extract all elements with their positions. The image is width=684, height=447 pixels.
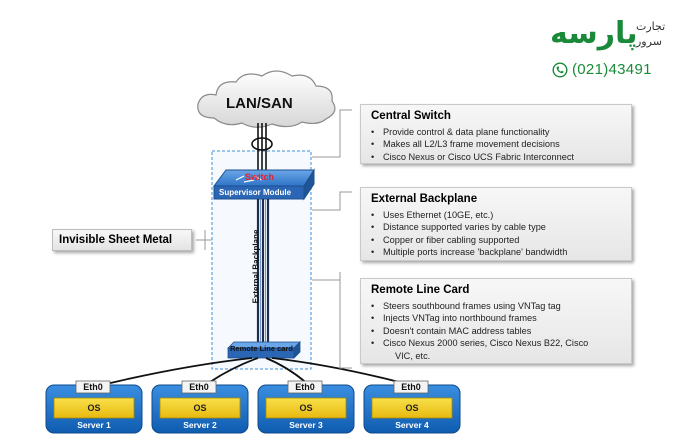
logo: پارسه تجارت سرور (021)43491 (548, 14, 674, 86)
callout-central-list: Provide control & data plane functionali… (371, 126, 574, 163)
central-switch (213, 168, 315, 201)
callout-linecard-item: Injects VNTag into northbound frames (371, 312, 588, 324)
callout-backplane-list: Uses Ethernet (10GE, etc.) Distance supp… (371, 209, 567, 259)
os-label: OS (87, 403, 101, 413)
callout-backplane-item: Copper or fiber cabling supported (371, 234, 567, 246)
os-label: OS (405, 403, 419, 413)
callout-central-item: Cisco Nexus or Cisco UCS Fabric Intercon… (371, 151, 574, 163)
logo-tagline-1: تجارت (636, 20, 666, 33)
callout-linecard-item: Cisco Nexus 2000 series, Cisco Nexus B22… (371, 337, 588, 349)
callout-central-title: Central Switch (371, 110, 451, 122)
os-block (53, 397, 135, 419)
backplane-cables (256, 199, 270, 346)
callout-external-backplane: External Backplane Uses Ethernet (10GE, … (360, 187, 632, 261)
os-label: OS (299, 403, 313, 413)
callout-backplane-item: Multiple ports increase 'backplane' band… (371, 246, 567, 258)
logo-phone: (021)43491 (572, 61, 652, 78)
uplink-cables (257, 123, 267, 172)
callout-linecard-item: Steers southbound frames using VNTag tag (371, 300, 588, 312)
callout-leaders (196, 109, 352, 369)
phone-icon (552, 62, 568, 78)
os-block (159, 397, 241, 419)
callout-linecard-item: VIC, etc. (395, 350, 431, 361)
invisible-sheet-metal-label: Invisible Sheet Metal (52, 229, 192, 251)
os-block (371, 397, 453, 419)
backplane-label: External Backplane (251, 229, 261, 304)
eth-port-label: Eth0 (401, 382, 421, 392)
callout-remote-line-card: Remote Line Card Steers southbound frame… (360, 278, 632, 364)
eth-port-label: Eth0 (295, 382, 315, 392)
server-4 (363, 380, 461, 434)
remote-line-card (227, 341, 301, 359)
servers-layer (45, 380, 461, 434)
server-name-label: Server 3 (289, 420, 323, 430)
logo-brand-text: پارسه (550, 16, 638, 51)
line-card-label: Remote Line card (230, 344, 293, 353)
server-3 (257, 380, 355, 434)
callout-central-item: Makes all L2/L3 frame movement decisions (371, 138, 574, 150)
eth-port (287, 380, 323, 394)
callout-backplane-title: External Backplane (371, 193, 478, 205)
eth-port (181, 380, 217, 394)
eth-port-label: Eth0 (83, 382, 103, 392)
callout-backplane-item: Distance supported varies by cable type (371, 221, 567, 233)
eth-port (393, 380, 429, 394)
server-1 (45, 380, 143, 434)
server-name-label: Server 1 (77, 420, 111, 430)
lan-san-cloud (197, 70, 336, 128)
os-block (265, 397, 347, 419)
server-name-label: Server 4 (395, 420, 429, 430)
callout-central-switch: Central Switch Provide control & data pl… (360, 104, 632, 164)
server-name-label: Server 2 (183, 420, 217, 430)
supervisor-module-label: Supervisor Module (219, 188, 292, 197)
server-2 (151, 380, 249, 434)
callout-central-item: Provide control & data plane functionali… (371, 126, 574, 138)
eth-port (75, 380, 111, 394)
callout-linecard-item: Doesn't contain MAC address tables (371, 325, 588, 337)
cloud-label: LAN/SAN (226, 95, 293, 112)
callout-backplane-item: Uses Ethernet (10GE, etc.) (371, 209, 567, 221)
callout-linecard-title: Remote Line Card (371, 284, 470, 296)
callout-linecard-list: Steers southbound frames using VNTag tag… (371, 300, 588, 362)
switch-label: Switch (245, 172, 275, 182)
os-label: OS (193, 403, 207, 413)
logo-tagline-2: سرور (636, 35, 662, 48)
port-channel-ring (251, 137, 273, 151)
eth-port-label: Eth0 (189, 382, 209, 392)
